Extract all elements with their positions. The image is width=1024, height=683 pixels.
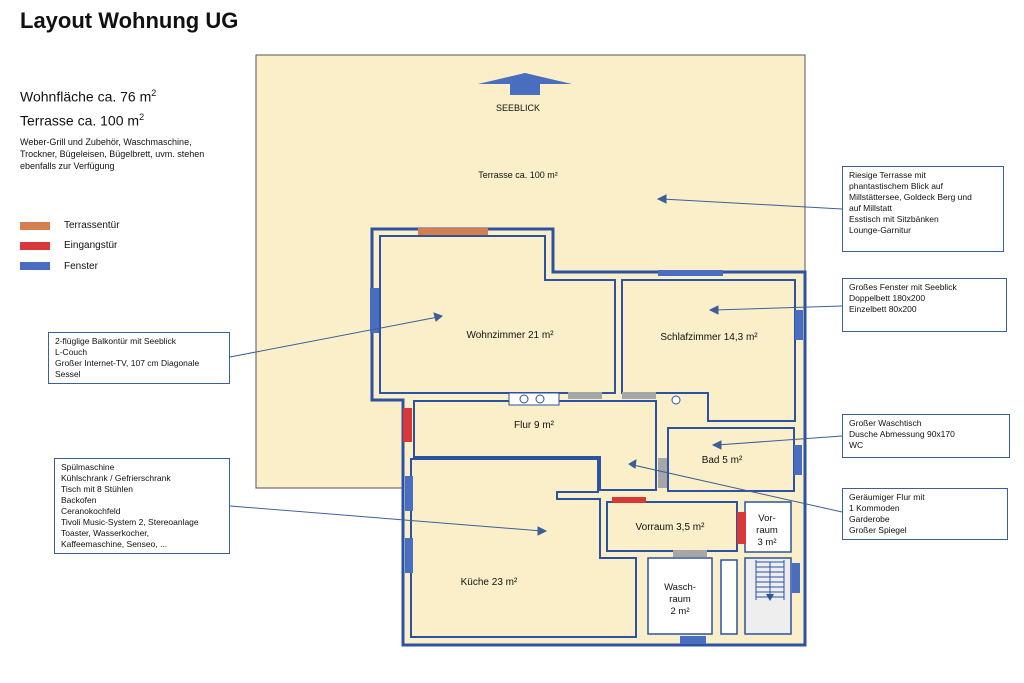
- outer-wall: [370, 227, 807, 647]
- label-waschraum-line2: raum: [669, 594, 691, 605]
- window-waschraum: [680, 636, 706, 644]
- room-waschraum: [647, 557, 713, 635]
- room-vorraum: [606, 501, 738, 552]
- amenities-note: Weber-Grill und Zubehör, Waschmaschine, …: [20, 137, 205, 171]
- leader-bad: [716, 435, 843, 446]
- legend-label-eingangstuer: Eingangstür: [64, 240, 118, 251]
- room-flur: [413, 400, 657, 491]
- label-vorraum: Vorraum 3,5 m²: [636, 522, 706, 533]
- fixture-icon: [671, 395, 681, 405]
- legend-swatch-terrassentuer: [20, 222, 50, 230]
- label-kueche: Küche 23 m²: [461, 577, 518, 588]
- seeblick-arrow-icon: [478, 73, 572, 84]
- legend-label-terrassentuer: Terrassentür: [64, 220, 120, 231]
- stair-down-arrow-icon: [766, 594, 774, 601]
- leader-wohnzimmer: [229, 316, 439, 358]
- window-stair: [792, 563, 800, 593]
- window-schlafzimmer-side: [795, 310, 803, 340]
- window-kueche-2: [405, 538, 413, 573]
- window-kueche-1: [405, 476, 413, 511]
- room-kueche: [410, 458, 637, 638]
- opening-wohnzimmer-flur: [568, 392, 602, 399]
- terrace-label: Terrasse ca. 100 m²: [478, 170, 558, 180]
- leader-schlafzimmer: [713, 305, 843, 311]
- sink-icon: [508, 392, 560, 406]
- callout-schlafzimmer: Großes Fenster mit Seeblick Doppelbett 1…: [842, 278, 1007, 332]
- storage-closet: [720, 559, 738, 635]
- main-entrance-door: [737, 512, 746, 544]
- seeblick-label: SEEBLICK: [496, 103, 540, 113]
- opening-waschraum: [673, 550, 707, 557]
- label-waschraum-line3: 2 m²: [671, 606, 690, 617]
- room-wohnzimmer: [379, 235, 616, 394]
- legend-label-fenster: Fenster: [64, 261, 98, 272]
- label-waschraum-line1: Wasch-: [664, 582, 696, 593]
- legend-swatch-fenster: [20, 262, 50, 270]
- label-wohnzimmer: Wohnzimmer 21 m²: [466, 330, 554, 341]
- label-bad: Bad 5 m²: [702, 455, 743, 466]
- label-vorraum-2-line3: 3 m²: [758, 537, 777, 548]
- page-title: Layout Wohnung UG: [20, 8, 239, 33]
- window-bad: [794, 445, 802, 475]
- window-wohnzimmer: [370, 288, 379, 333]
- label-vorraum-2-line2: raum: [756, 525, 778, 536]
- opening-schlafzimmer-flur: [622, 392, 656, 399]
- window-schlafzimmer-top: [658, 270, 723, 276]
- label-flur: Flur 9 m²: [514, 420, 555, 431]
- leader-flur: [632, 464, 843, 513]
- living-area-label: Wohnfläche ca. 76 m2: [20, 88, 157, 105]
- label-schlafzimmer: Schlafzimmer 14,3 m²: [660, 332, 758, 343]
- terrace-door: [418, 228, 488, 235]
- label-vorraum-2-line1: Vor-: [758, 513, 775, 524]
- vorraum-door: [612, 497, 646, 503]
- stair-steps: [755, 560, 785, 600]
- legend-swatch-eingangstuer: [20, 242, 50, 250]
- leader-kueche: [229, 505, 543, 532]
- opening-bad-flur: [658, 458, 667, 488]
- entrance-door: [403, 408, 412, 442]
- leader-terrace: [661, 198, 843, 210]
- terrace-area-label: Terrasse ca. 100 m2: [20, 112, 145, 129]
